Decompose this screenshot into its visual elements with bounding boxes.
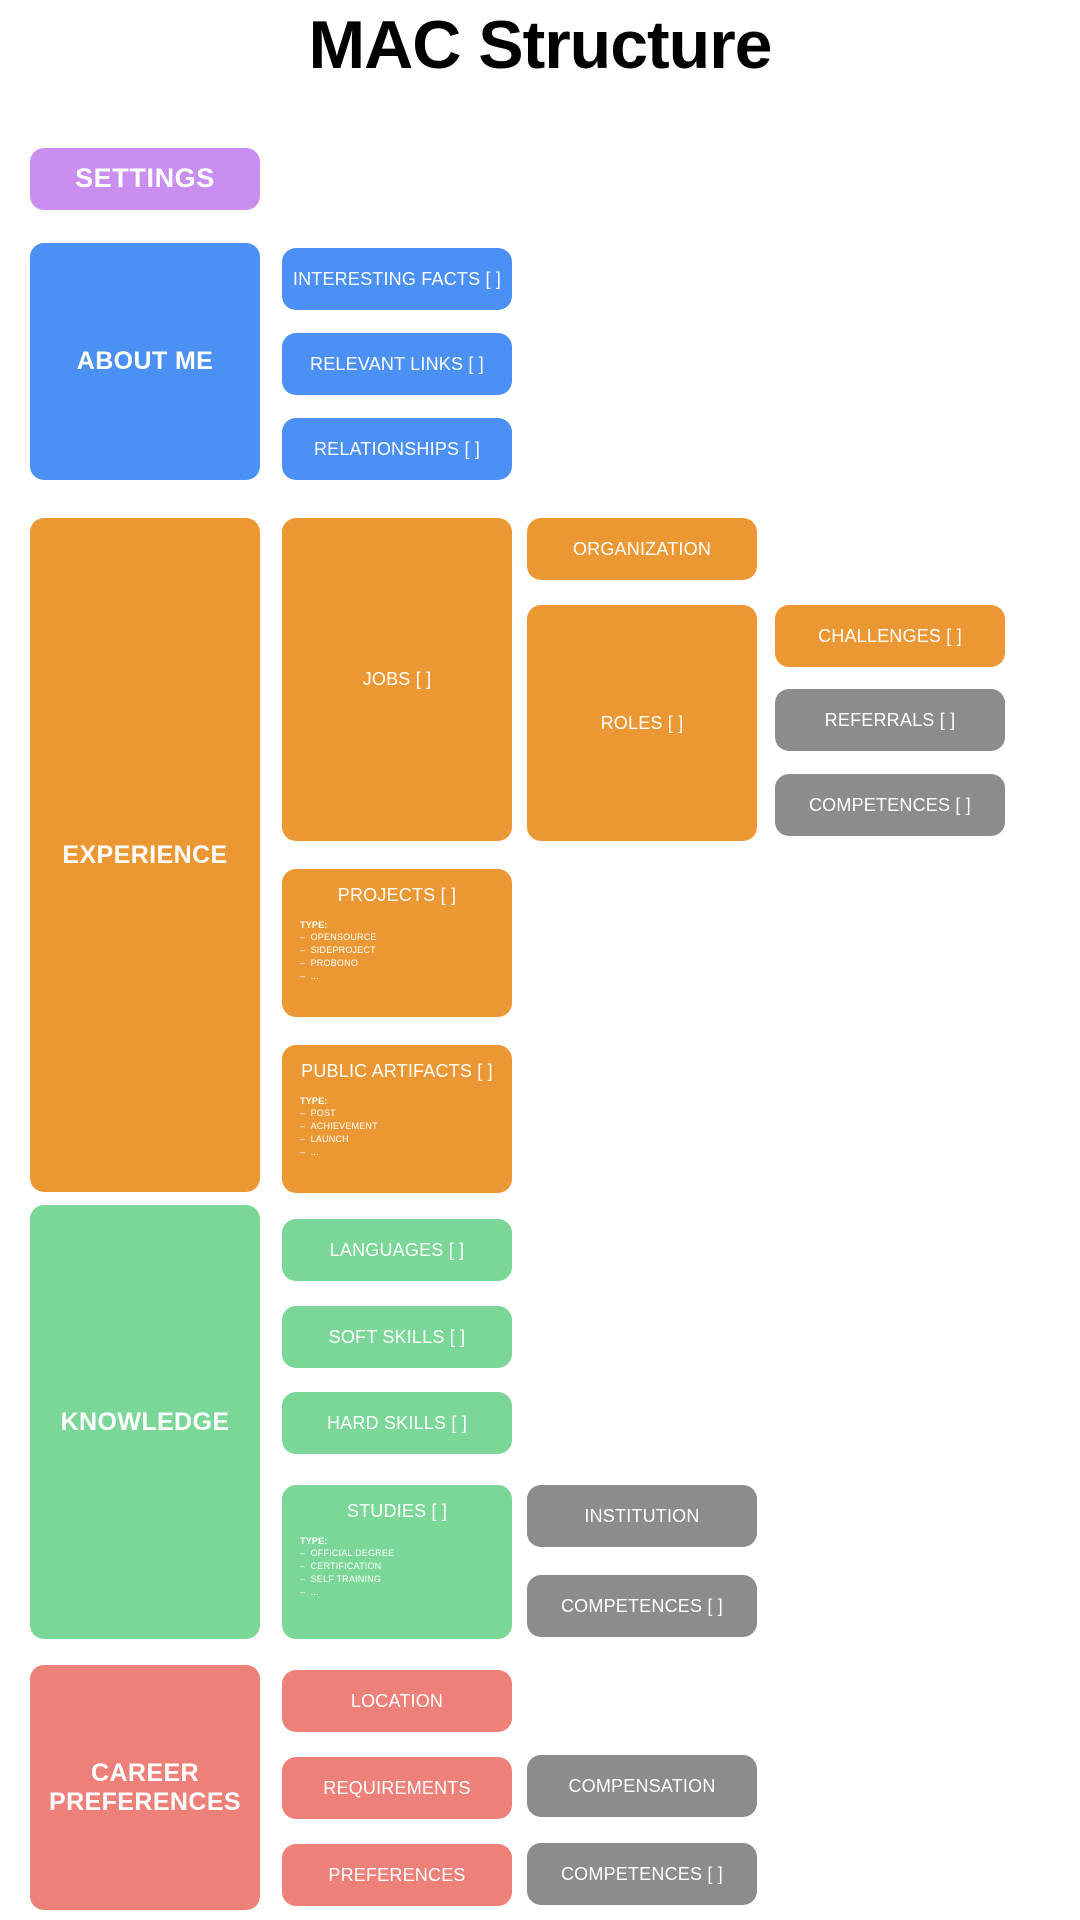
type-item: SELF TRAINING bbox=[300, 1573, 494, 1586]
node-competences-study[interactable]: COMPETENCES [ ] bbox=[527, 1575, 757, 1637]
node-label-institution: INSTITUTION bbox=[584, 1505, 700, 1526]
node-label-experience: EXPERIENCE bbox=[62, 840, 228, 869]
type-list-studies: OFFICIAL DEGREECERTIFICATIONSELF TRAININ… bbox=[300, 1547, 494, 1599]
node-preferences[interactable]: PREFERENCES bbox=[282, 1844, 512, 1906]
type-list-public-artifacts: POSTACHIEVEMENTLAUNCH... bbox=[300, 1107, 494, 1159]
node-languages[interactable]: LANGUAGES [ ] bbox=[282, 1219, 512, 1281]
node-label-projects: PROJECTS [ ] bbox=[337, 885, 457, 905]
node-organization[interactable]: ORGANIZATION bbox=[527, 518, 757, 580]
node-label-hard-skills: HARD SKILLS [ ] bbox=[326, 1412, 468, 1433]
node-label-soft-skills: SOFT SKILLS [ ] bbox=[328, 1326, 466, 1347]
node-label-requirements: REQUIREMENTS bbox=[323, 1777, 471, 1798]
page-title: MAC Structure bbox=[308, 7, 772, 83]
node-label-studies: STUDIES [ ] bbox=[346, 1501, 448, 1521]
type-list-projects: OPENSOURCESIDEPROJECTPROBONO... bbox=[300, 931, 494, 983]
node-competences-exp[interactable]: COMPETENCES [ ] bbox=[775, 774, 1005, 836]
node-label-public-artifacts: PUBLIC ARTIFACTS [ ] bbox=[301, 1061, 493, 1081]
type-item: PROBONO bbox=[300, 957, 494, 970]
node-label-challenges-exp: CHALLENGES [ ] bbox=[818, 625, 962, 646]
type-item: ... bbox=[300, 1146, 494, 1159]
type-item: ... bbox=[300, 970, 494, 983]
node-label-organization: ORGANIZATION bbox=[572, 538, 712, 559]
node-relationships[interactable]: RELATIONSHIPS [ ] bbox=[282, 418, 512, 480]
node-career-preferences[interactable]: CAREER PREFERENCES bbox=[30, 1665, 260, 1910]
node-settings[interactable]: SETTINGS bbox=[30, 148, 260, 210]
node-label-relationships: RELATIONSHIPS [ ] bbox=[313, 438, 481, 459]
type-label-public-artifacts: TYPE: bbox=[300, 1095, 328, 1106]
node-referrals-exp[interactable]: REFERRALS [ ] bbox=[775, 689, 1005, 751]
node-about-me[interactable]: ABOUT ME bbox=[30, 243, 260, 480]
node-roles[interactable]: ROLES [ ] bbox=[527, 605, 757, 841]
node-public-artifacts[interactable]: PUBLIC ARTIFACTS [ ] TYPE:POSTACHIEVEMENT… bbox=[282, 1045, 512, 1193]
node-label-interesting-facts: INTERESTING FACTS [ ] bbox=[292, 268, 502, 289]
node-interesting-facts[interactable]: INTERESTING FACTS [ ] bbox=[282, 248, 512, 310]
node-label-languages: LANGUAGES [ ] bbox=[329, 1239, 465, 1260]
type-item: ... bbox=[300, 1586, 494, 1599]
node-compensation[interactable]: COMPENSATION bbox=[527, 1755, 757, 1817]
type-item: SIDEPROJECT bbox=[300, 944, 494, 957]
type-item: CERTIFICATION bbox=[300, 1560, 494, 1573]
type-item: POST bbox=[300, 1107, 494, 1120]
node-requirements[interactable]: REQUIREMENTS bbox=[282, 1757, 512, 1819]
node-label-relevant-links: RELEVANT LINKS [ ] bbox=[310, 353, 484, 374]
node-experience[interactable]: EXPERIENCE bbox=[30, 518, 260, 1192]
node-label-competences-exp: COMPETENCES [ ] bbox=[808, 794, 972, 815]
node-label-career-preferences: CAREER PREFERENCES bbox=[49, 1758, 241, 1816]
node-label-about-me: ABOUT ME bbox=[76, 347, 214, 376]
node-hard-skills[interactable]: HARD SKILLS [ ] bbox=[282, 1392, 512, 1454]
type-label-studies: TYPE: bbox=[300, 1535, 328, 1546]
node-relevant-links[interactable]: RELEVANT LINKS [ ] bbox=[282, 333, 512, 395]
type-item: ACHIEVEMENT bbox=[300, 1120, 494, 1133]
node-knowledge[interactable]: KNOWLEDGE bbox=[30, 1205, 260, 1639]
node-institution[interactable]: INSTITUTION bbox=[527, 1485, 757, 1547]
node-label-knowledge: KNOWLEDGE bbox=[60, 1407, 230, 1436]
node-label-referrals-exp: REFERRALS [ ] bbox=[824, 709, 956, 730]
type-item: LAUNCH bbox=[300, 1133, 494, 1146]
node-projects[interactable]: PROJECTS [ ] TYPE:OPENSOURCESIDEPROJECTPR… bbox=[282, 869, 512, 1017]
node-location[interactable]: LOCATION bbox=[282, 1670, 512, 1732]
node-competences-career[interactable]: COMPETENCES [ ] bbox=[527, 1843, 757, 1905]
node-challenges-exp[interactable]: CHALLENGES [ ] bbox=[775, 605, 1005, 667]
node-label-jobs: JOBS [ ] bbox=[362, 669, 432, 690]
node-label-preferences: PREFERENCES bbox=[328, 1864, 466, 1885]
node-label-location: LOCATION bbox=[350, 1690, 444, 1711]
type-item: OPENSOURCE bbox=[300, 931, 494, 944]
node-label-competences-study: COMPETENCES [ ] bbox=[560, 1595, 724, 1616]
type-item: OFFICIAL DEGREE bbox=[300, 1547, 494, 1560]
node-studies[interactable]: STUDIES [ ] TYPE:OFFICIAL DEGREECERTIFICA… bbox=[282, 1485, 512, 1639]
node-label-compensation: COMPENSATION bbox=[568, 1775, 716, 1796]
node-label-roles: ROLES [ ] bbox=[600, 712, 684, 733]
node-soft-skills[interactable]: SOFT SKILLS [ ] bbox=[282, 1306, 512, 1368]
type-label-projects: TYPE: bbox=[300, 919, 328, 930]
node-label-competences-career: COMPETENCES [ ] bbox=[560, 1863, 724, 1884]
node-label-settings: SETTINGS bbox=[75, 163, 215, 194]
node-jobs[interactable]: JOBS [ ] bbox=[282, 518, 512, 841]
